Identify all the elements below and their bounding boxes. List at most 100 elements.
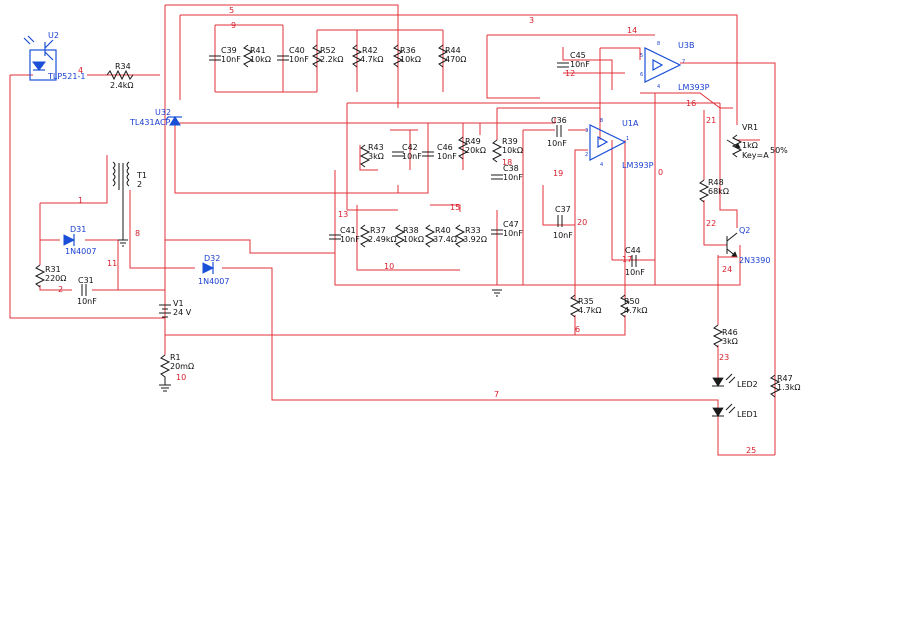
u1a-pin-3: 3 — [585, 128, 588, 134]
net-label-6: 6 — [575, 325, 580, 334]
u3b-pin-5: 5 — [640, 53, 643, 59]
net-label-24: 24 — [722, 265, 732, 274]
u1a-pin-8: 8 — [600, 118, 603, 124]
r48-ref: R48 — [708, 178, 724, 187]
net-label-23: 23 — [719, 353, 729, 362]
r39-ref: R39 — [502, 137, 518, 146]
led-led1: LED1 — [712, 403, 758, 419]
battery-v1: V1 24 V — [159, 299, 192, 318]
d31-ref: D31 — [70, 225, 86, 234]
r41-value: 10kΩ — [250, 55, 271, 64]
r33-ref: R33 — [465, 226, 481, 235]
u32-value: TL431ACP — [129, 118, 171, 127]
led2-ref: LED2 — [737, 380, 758, 389]
c40-value: 10nF — [289, 55, 309, 64]
vr1-percent: 50% — [770, 146, 788, 155]
c44-value: 10nF — [625, 268, 645, 277]
r48-value: 68kΩ — [708, 187, 729, 196]
transistor-q2: Q2 2N3390 — [718, 226, 770, 265]
comparator-u3b: 5 6 7 8 4 U3B LM393P — [640, 41, 710, 92]
c36-value: 10nF — [547, 139, 567, 148]
c41-value: 10nF — [340, 235, 360, 244]
r35-value: 4.7kΩ — [578, 306, 601, 315]
r49-ref: R49 — [465, 137, 481, 146]
net-label-16: 16 — [686, 99, 696, 108]
resistor-r41: R41 10kΩ — [242, 44, 271, 68]
r46-value: 3kΩ — [722, 337, 738, 346]
r42-value: 4.7kΩ — [360, 55, 383, 64]
t1-ref: T1 — [136, 171, 147, 180]
c41-ref: C41 — [340, 226, 356, 235]
wires — [9, 4, 776, 456]
net-label-11: 11 — [107, 259, 117, 268]
d32-ref: D32 — [204, 254, 220, 263]
optocoupler-u2: U2 TLP521-1 4 — [23, 31, 85, 81]
capacitor-c37: C37 10nF — [553, 205, 573, 240]
c40-ref: C40 — [289, 46, 305, 55]
c45-value: 10nF — [570, 60, 590, 69]
r47-value: 1.3kΩ — [777, 383, 800, 392]
capacitor-c45: C45 10nF — [557, 51, 590, 69]
diode-d31: D31 1N4007 — [63, 225, 96, 256]
r44-ref: R44 — [445, 46, 461, 55]
net-label-2: 2 — [58, 285, 63, 294]
net-label-10b: 10 — [176, 373, 186, 382]
u2-ref: U2 — [48, 31, 59, 40]
capacitor-c40: C40 10nF — [277, 46, 309, 64]
c44-ref: C44 — [625, 246, 641, 255]
r44-value: 470Ω — [445, 55, 466, 64]
u3b-pin-6: 6 — [640, 72, 643, 78]
vr1-ref: VR1 — [742, 123, 758, 132]
r40-ref: R40 — [435, 226, 451, 235]
capacitor-c46: C46 10nF — [422, 143, 457, 161]
r37-ref: R37 — [370, 226, 386, 235]
diode-d32: D32 1N4007 — [198, 254, 229, 286]
resistor-r50: R50 4.7kΩ — [619, 294, 647, 318]
net-label-19: 19 — [553, 169, 563, 178]
c38-ref: C38 — [503, 164, 519, 173]
resistor-r31: R31 220Ω — [34, 264, 66, 288]
c38-value: 10nF — [503, 173, 523, 182]
net-label-25: 25 — [746, 446, 756, 455]
resistor-r35: R35 4.7kΩ — [569, 294, 601, 318]
resistor-r39: R39 10kΩ — [491, 137, 523, 163]
t1-value: 2 — [137, 180, 142, 189]
capacitor-c38: C38 10nF — [491, 164, 523, 182]
r49-value: 20kΩ — [465, 146, 486, 155]
r35-ref: R35 — [578, 297, 594, 306]
r38-ref: R38 — [403, 226, 419, 235]
c42-value: 10nF — [402, 152, 422, 161]
net-label-1: 1 — [78, 196, 83, 205]
c31-value: 10nF — [77, 297, 97, 306]
net-label-4: 4 — [78, 66, 83, 75]
capacitor-c31: C31 10nF — [77, 276, 97, 306]
c46-value: 10nF — [437, 152, 457, 161]
net-label-9: 9 — [231, 21, 236, 30]
u3b-pin-7: 7 — [682, 59, 685, 65]
c36-ref: C36 — [551, 116, 567, 125]
u3b-pin-4: 4 — [657, 84, 660, 90]
r50-ref: R50 — [624, 297, 640, 306]
u1a-value: LM393P — [622, 161, 654, 170]
resistor-r47: R47 1.3kΩ — [769, 374, 800, 398]
r41-ref: R41 — [250, 46, 266, 55]
transformer-t1: T1 2 — [112, 161, 147, 247]
resistor-r44: R44 470Ω — [437, 44, 466, 68]
u2-value: TLP521-1 — [47, 72, 85, 81]
u1a-ref: U1A — [622, 119, 639, 128]
net-label-0: 0 — [658, 168, 663, 177]
shunt-regulator-u32: U32 TL431ACP — [129, 108, 182, 127]
capacitor-c41: C41 10nF — [329, 226, 360, 244]
c37-value: 10nF — [553, 231, 573, 240]
capacitor-c36: C36 10nF — [547, 116, 567, 148]
resistor-r38: R38 10kΩ — [394, 224, 424, 248]
u32-ref: U32 — [155, 108, 171, 117]
potentiometer-vr1: VR1 1kΩ Key=A 50% — [726, 123, 788, 160]
v1-value: 24 V — [173, 308, 192, 317]
resistor-r46: R46 3kΩ — [712, 324, 738, 348]
resistor-r34: R34 2.4kΩ — [106, 62, 133, 90]
u1a-pin-1: 1 — [626, 136, 629, 142]
resistor-r37: R37 2.49kΩ — [359, 224, 397, 248]
c45-ref: C45 — [570, 51, 586, 60]
